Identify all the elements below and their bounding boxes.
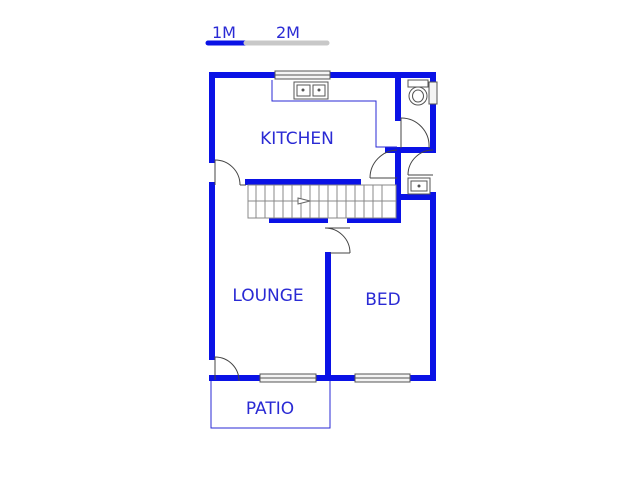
basin-icon: [407, 177, 431, 195]
kitchen-window: [274, 70, 331, 80]
doors: [214, 117, 434, 382]
lounge-label: LOUNGE: [232, 286, 303, 306]
kitchen-sink-icon: [293, 81, 329, 100]
bed-window: [354, 373, 411, 383]
staircase: [247, 184, 397, 219]
stair-arrow-icon: [297, 197, 311, 205]
patio-label: PATIO: [246, 399, 294, 419]
patio-outline: [210, 381, 331, 429]
bathroom-window: [428, 81, 438, 105]
interior-walls: [245, 72, 436, 381]
scale-label-1m: 1M: [212, 23, 236, 42]
scale-bar: 1M 2M: [205, 23, 330, 46]
scale-label-2m: 2M: [276, 23, 300, 42]
kitchen-label: KITCHEN: [260, 129, 334, 149]
toilet-icon: [407, 79, 429, 106]
kitchen-counter: [271, 80, 397, 148]
lounge-window: [259, 373, 317, 383]
bed-label: BED: [365, 290, 401, 310]
